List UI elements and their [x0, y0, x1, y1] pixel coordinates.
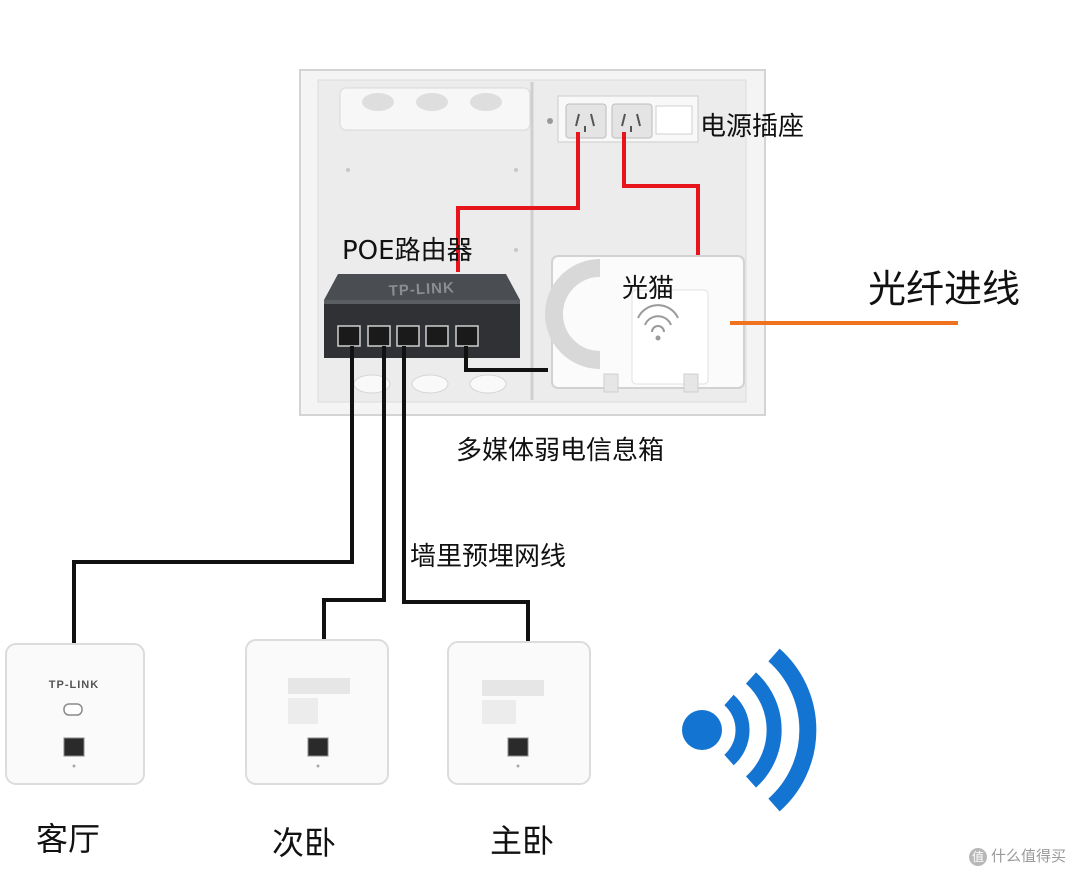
- room-second-label: 次卧: [272, 824, 337, 862]
- power-strip: [547, 95, 699, 143]
- wall-panel-living: [5, 643, 145, 785]
- fiber-in-label: 光纤进线: [868, 267, 1021, 311]
- router-brand: TP-LINK: [388, 279, 455, 299]
- wall-panel-master: [447, 641, 591, 785]
- watermark-logo-icon: 值: [968, 847, 987, 866]
- poe-router-label: POE路由器: [342, 236, 473, 266]
- room-living-label: 客厅: [36, 820, 101, 858]
- room-master-label: 主卧: [490, 822, 555, 860]
- wall-cable-label: 墙里预埋网线: [410, 542, 567, 572]
- wall-panel-second: [245, 639, 389, 785]
- watermark-text: 什么值得买: [990, 847, 1066, 865]
- poe-router: [324, 274, 520, 358]
- network-cables: [72, 346, 530, 648]
- optical-modem-label: 光猫: [622, 274, 675, 304]
- power-cables: [456, 132, 700, 272]
- power-socket-label: 电源插座: [700, 112, 805, 142]
- media-box-label: 多媒体弱电信息箱: [456, 436, 665, 466]
- optical-modem: [545, 255, 745, 393]
- watermark: 值什么值得买: [968, 845, 1066, 866]
- wifi-icon: [682, 648, 817, 812]
- uplink-cable: [464, 346, 548, 372]
- ethernet-port-icon: [337, 325, 479, 347]
- power-socket-icon: [575, 113, 641, 132]
- panel-brand: TP-LINK: [49, 679, 99, 691]
